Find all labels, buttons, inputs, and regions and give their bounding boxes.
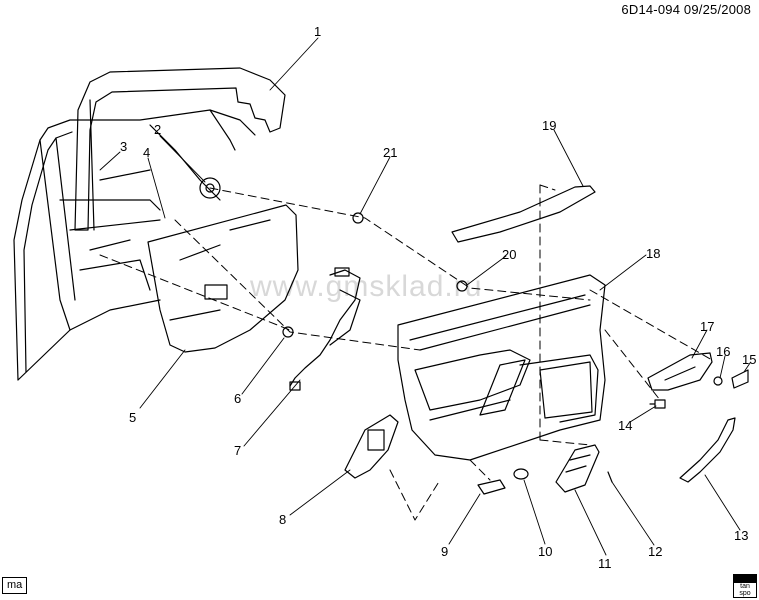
clip-part — [513, 468, 529, 480]
callout-13: 13 — [734, 528, 748, 543]
callout-12: 12 — [648, 544, 662, 559]
callout-8: 8 — [279, 512, 286, 527]
screw-12-part — [607, 471, 613, 483]
publisher-logo: tan spo — [733, 574, 757, 598]
door-frame-drawing — [13, 109, 256, 381]
callout-21: 21 — [383, 145, 397, 160]
callout-9: 9 — [441, 544, 448, 559]
bolt-14-part — [649, 399, 666, 409]
wiring-harness-part — [289, 267, 361, 391]
logo-top-bar — [734, 575, 756, 583]
callout-6: 6 — [234, 391, 241, 406]
callout-10: 10 — [538, 544, 552, 559]
callout-2: 2 — [154, 122, 161, 137]
callout-19: 19 — [542, 118, 556, 133]
callout-15: 15 — [742, 352, 756, 367]
callout-5: 5 — [129, 410, 136, 425]
callout-16: 16 — [716, 344, 730, 359]
callout-18: 18 — [646, 246, 660, 261]
callout-4: 4 — [143, 145, 150, 160]
nut-21-part — [352, 212, 364, 224]
upper-trim-molding-part — [451, 185, 596, 243]
door-trim-panel-part — [397, 274, 606, 461]
callout-1: 1 — [314, 24, 321, 39]
pull-cup-part — [647, 352, 713, 391]
callout-3: 3 — [120, 139, 127, 154]
callout-7: 7 — [234, 443, 241, 458]
leader-lines — [99, 37, 751, 556]
assembly-lines — [99, 184, 713, 521]
grab-handle-trim-part — [679, 417, 736, 483]
callout-numbers: 1 2 3 4 5 6 7 8 9 10 11 12 13 14 15 16 1… — [120, 24, 756, 571]
window-switch-part — [555, 444, 600, 493]
logo-line2: spo — [739, 590, 751, 597]
callout-14: 14 — [618, 418, 632, 433]
callout-20: 20 — [502, 247, 516, 262]
logo-line1: tan — [740, 583, 750, 590]
switch-bezel-part — [344, 414, 399, 479]
callout-17: 17 — [700, 319, 714, 334]
switch-part — [477, 479, 506, 495]
ma-label: ma — [2, 577, 28, 594]
nut-16-part — [713, 376, 723, 386]
diagram-code-date: 6D14-094 09/25/2008 — [621, 2, 751, 17]
upper-frame-molding-part — [74, 67, 286, 231]
cap-15-part — [731, 369, 749, 389]
water-deflector-panel-part — [147, 204, 299, 353]
callout-11: 11 — [598, 556, 612, 571]
